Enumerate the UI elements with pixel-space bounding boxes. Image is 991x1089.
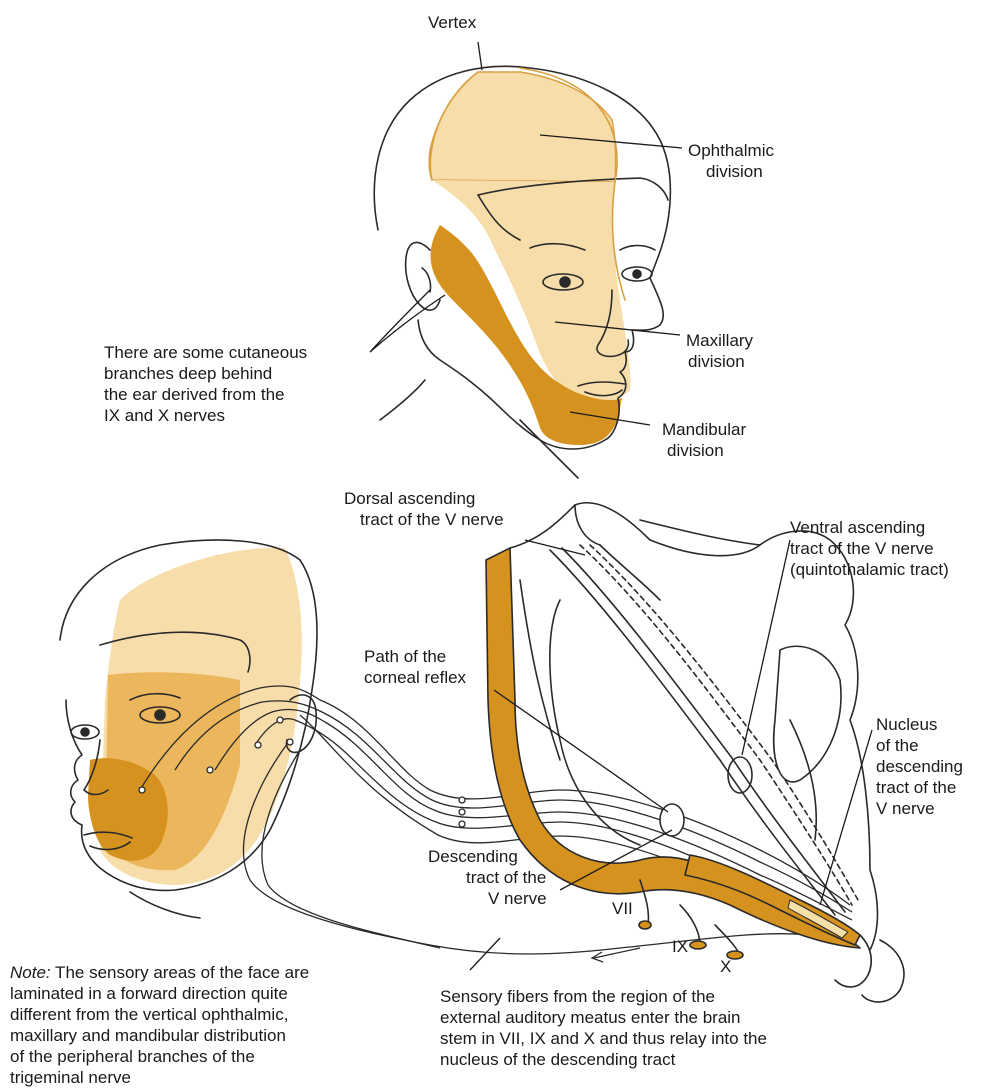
corneal-line-2: corneal reflex [364,667,466,688]
label-nucleus-descending-tract: Nucleus of the descending tract of the V… [876,714,963,819]
dorsal-line-1: Dorsal ascending [344,488,504,509]
nucleus-line-1: Nucleus [876,714,963,735]
ventral-line-1: Ventral ascending [790,517,949,538]
label-descending-tract: Descending tract of the V nerve [428,846,547,909]
note-line-2: laminated in a forward direction quite [10,983,309,1004]
note-line-1: The sensory areas of the face are [51,963,310,982]
descending-line-3: V nerve [428,888,547,909]
descending-line-2: tract of the [428,867,547,888]
label-corneal-reflex-path: Path of the corneal reflex [364,646,466,688]
mandibular-line-2: division [662,440,746,461]
ophthalmic-line-1: Ophthalmic [688,140,774,161]
label-nerve-vii: VII [612,898,633,919]
corneal-line-1: Path of the [364,646,466,667]
ventral-line-2: tract of the V nerve [790,538,949,559]
dorsal-line-2: tract of the V nerve [344,509,504,530]
label-vertex: Vertex [428,12,476,33]
note-line-6: trigeminal nerve [10,1067,309,1088]
ear-note-line-2: branches deep behind [104,363,307,384]
note-line-4: maxillary and mandibular distribution [10,1025,309,1046]
label-ventral-ascending-tract: Ventral ascending tract of the V nerve (… [790,517,949,580]
label-ear-note: There are some cutaneous branches deep b… [104,342,307,426]
label-ophthalmic-division: Ophthalmic division [688,140,774,182]
x-text: X [720,956,731,977]
maxillary-line-2: division [686,351,753,372]
sensory-line-1: Sensory fibers from the region of the [440,986,767,1007]
descending-line-1: Descending [428,846,547,867]
ear-note-line-3: the ear derived from the [104,384,307,405]
sensory-line-2: external auditory meatus enter the brain [440,1007,767,1028]
note-line-5: of the peripheral branches of the [10,1046,309,1067]
top-head [374,66,670,478]
ix-text: IX [672,936,688,957]
mandibular-line-1: Mandibular [662,419,746,440]
label-mandibular-division: Mandibular division [662,419,746,461]
ophthalmic-region [429,72,615,182]
note-prefix: Note: [10,963,51,982]
vii-text: VII [612,898,633,919]
ophthalmic-line-2: division [688,161,774,182]
ear-note-line-1: There are some cutaneous [104,342,307,363]
nucleus-line-5: V nerve [876,798,963,819]
note-line-3: different from the vertical ophthalmic, [10,1004,309,1025]
nucleus-line-2: of the [876,735,963,756]
nucleus-line-3: descending [876,756,963,777]
ventral-line-3: (quintothalamic tract) [790,559,949,580]
label-nerve-ix: IX [672,936,688,957]
label-maxillary-division: Maxillary division [686,330,753,372]
sensory-line-4: nucleus of the descending tract [440,1049,767,1070]
maxillary-line-1: Maxillary [686,330,753,351]
nucleus-line-4: tract of the [876,777,963,798]
ear-note-line-4: IX and X nerves [104,405,307,426]
label-note: Note: The sensory areas of the face are … [10,962,309,1088]
sensory-line-3: stem in VII, IX and X and thus relay int… [440,1028,767,1049]
label-nerve-x: X [720,956,731,977]
label-sensory-fibers: Sensory fibers from the region of the ex… [440,986,767,1070]
vertex-label: Vertex [428,12,476,33]
label-dorsal-ascending-tract: Dorsal ascending tract of the V nerve [344,488,504,530]
